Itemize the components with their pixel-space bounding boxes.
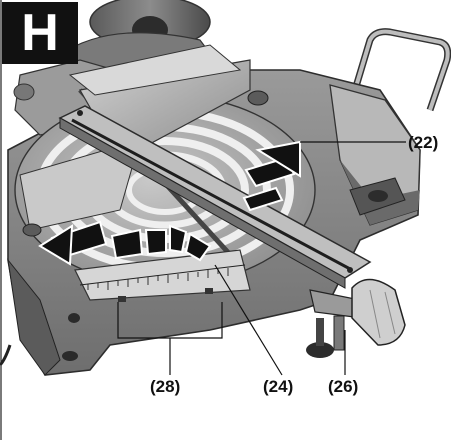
panel-letter-background <box>2 2 78 64</box>
callout-26: (26) <box>328 377 359 396</box>
leader-24 <box>214 264 283 376</box>
miter-scale <box>74 249 251 302</box>
push-arrow-icon <box>242 140 301 212</box>
panel-letter: H <box>21 4 59 62</box>
callout-28: (28) <box>150 377 181 396</box>
leader-lines <box>117 141 406 376</box>
callout-24: (24) <box>263 377 294 396</box>
rotation-arrow-icon <box>38 220 212 266</box>
bracket-28 <box>117 302 223 375</box>
callout-22: (22) <box>408 133 439 152</box>
miter-lock-handle <box>306 278 406 358</box>
saw-arm-rail <box>58 105 372 289</box>
